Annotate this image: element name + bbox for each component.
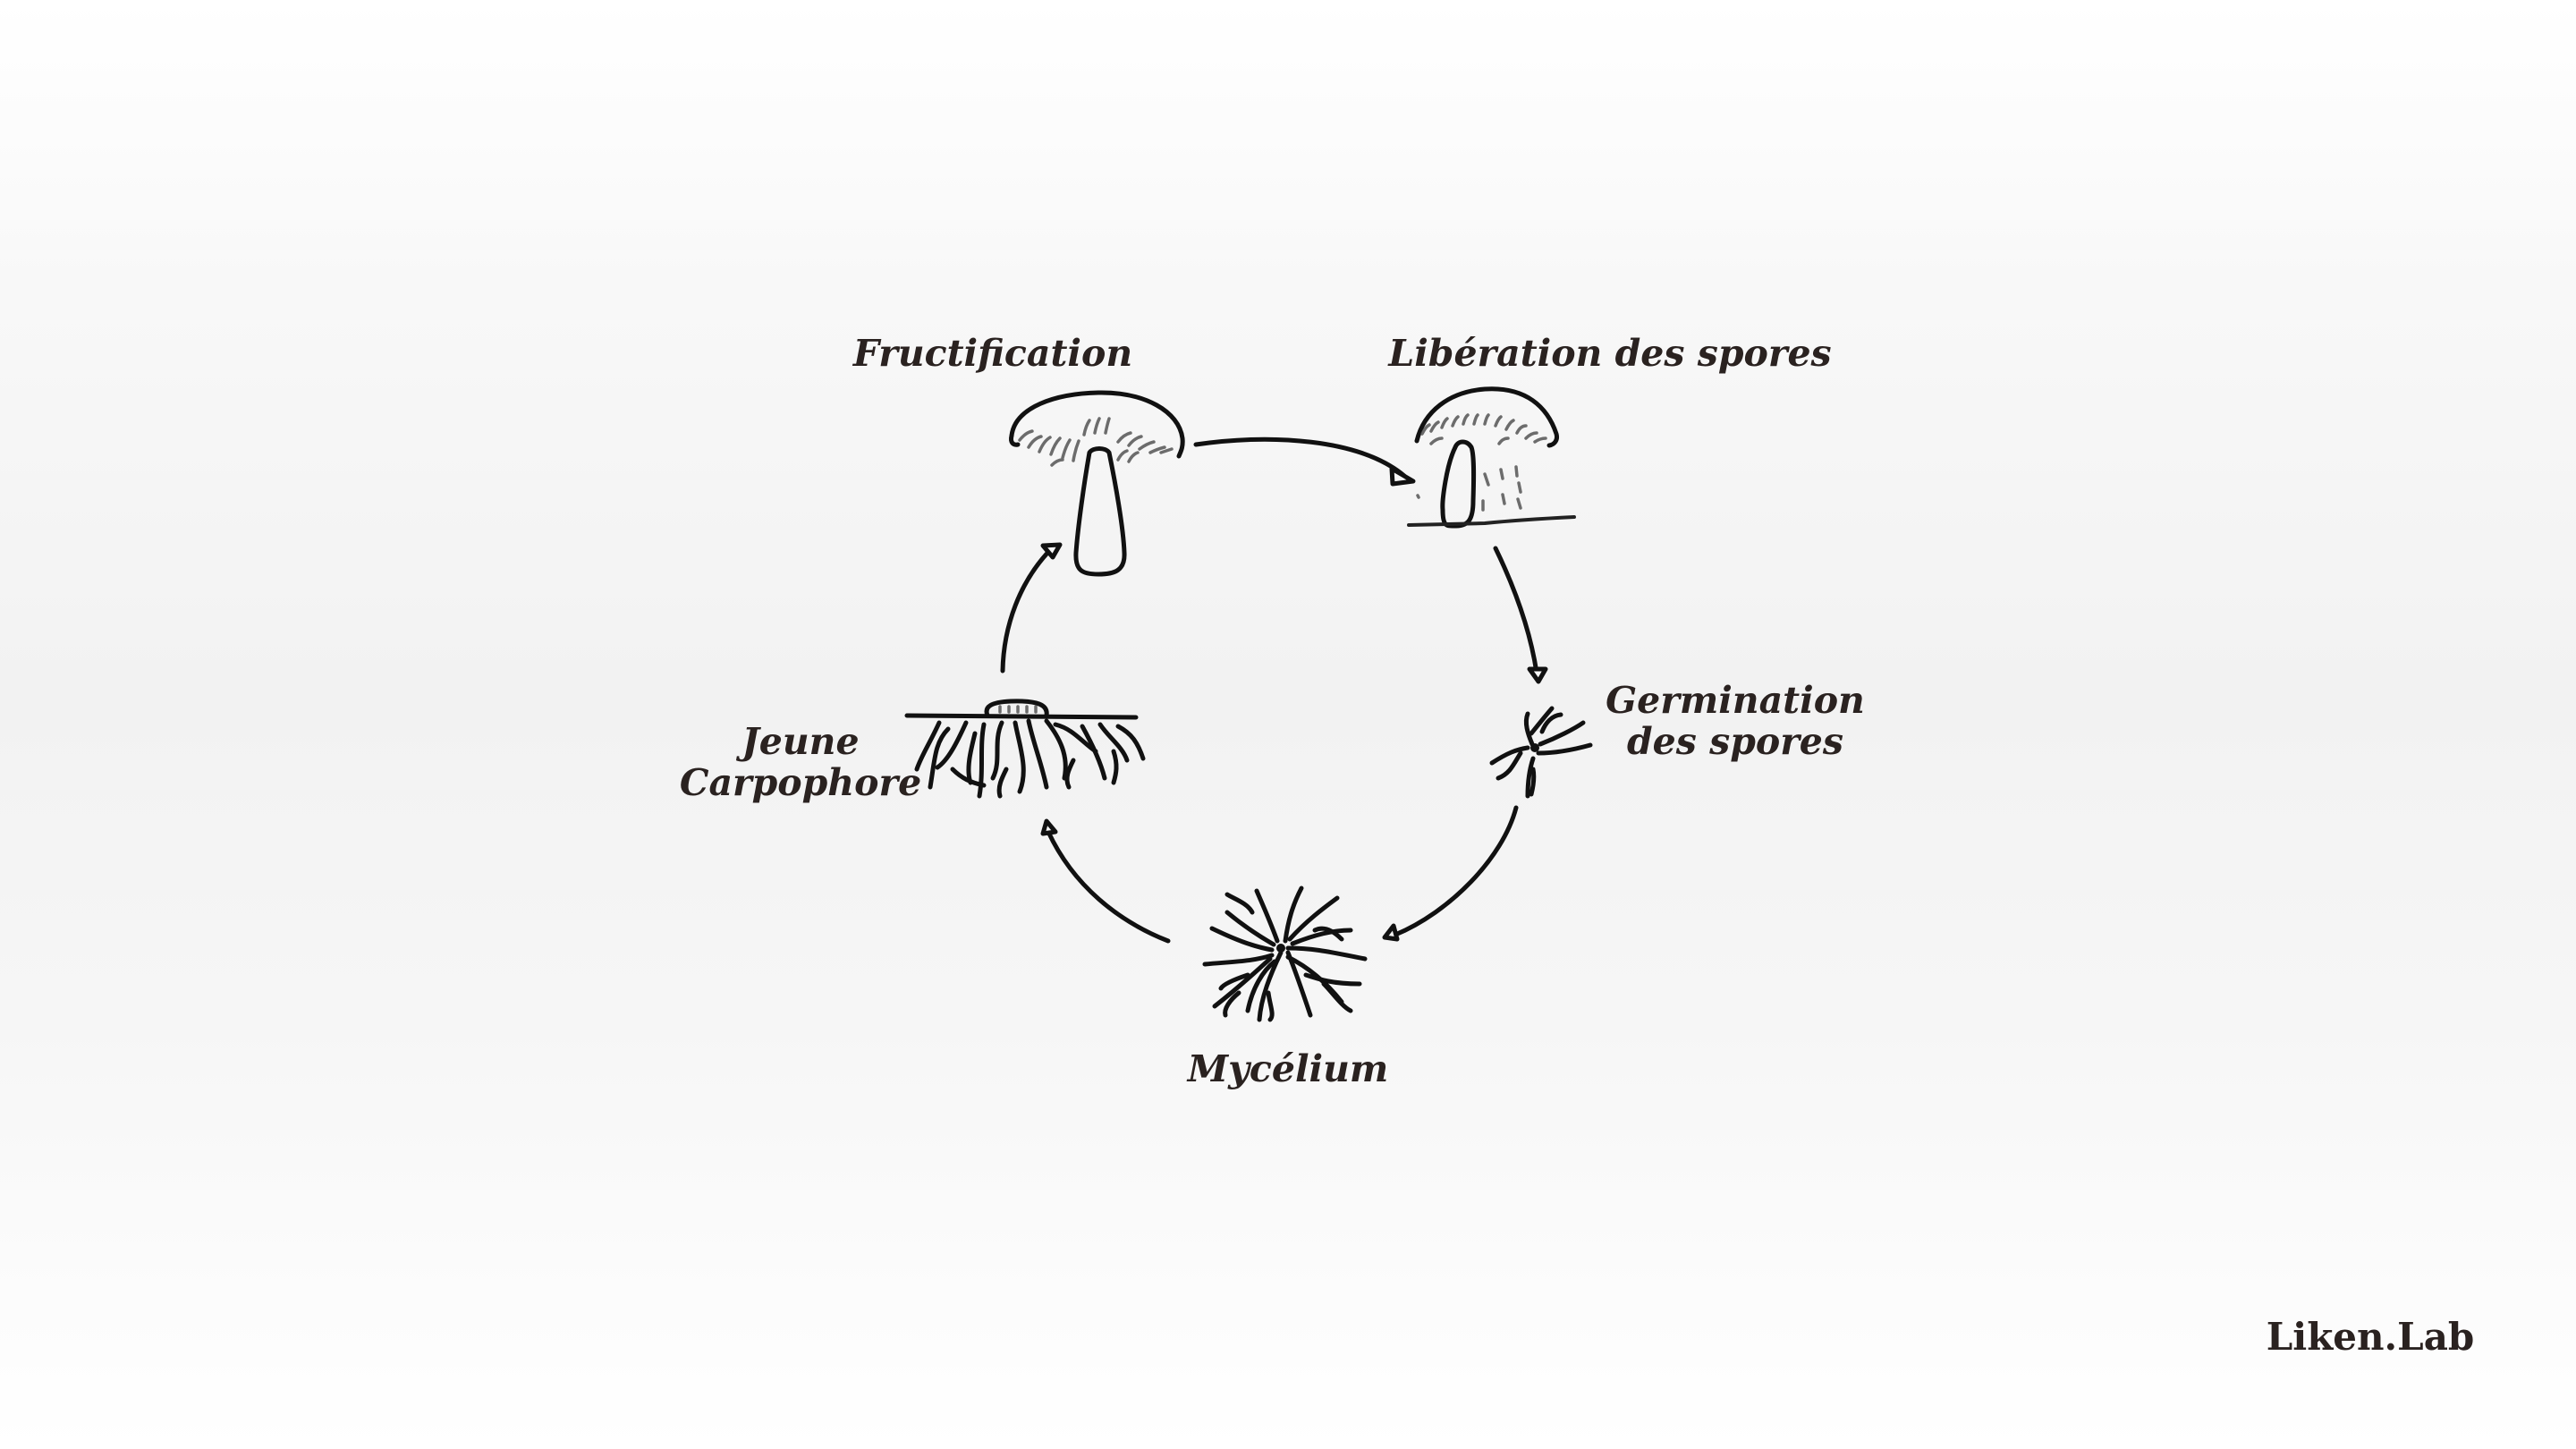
mushroom-icon (1009, 390, 1185, 577)
stage-label-liberation: Libération des spores (1388, 332, 1832, 375)
stage-label-germination-line2: des spores (1627, 720, 1843, 763)
stage-label-mycelium: Mycélium (1187, 1047, 1389, 1090)
stage-label-germination: Germination des spores (1601, 680, 1869, 762)
arrow-fructification-to-liberation (1193, 436, 1416, 487)
mushroom-releasing-spores-icon (1407, 386, 1576, 529)
stage-label-jeune-line2: Carpophore (679, 761, 922, 804)
stage-label-fructification: Fructification (852, 332, 1133, 375)
stage-label-jeune-carpophore: Jeune Carpophore (662, 721, 939, 803)
young-carpophore-icon (904, 699, 1146, 799)
brand-logo: Liken.Lab (2266, 1315, 2475, 1359)
mycelium-icon (1202, 886, 1368, 1022)
arrow-jeune-to-fructification (1000, 542, 1063, 674)
arrow-mycelium-to-jeune (1040, 818, 1171, 944)
arrow-liberation-to-germination (1493, 546, 1548, 684)
stage-label-jeune-line1: Jeune (741, 720, 860, 763)
germinating-spore-icon (1489, 706, 1593, 799)
stage-label-germination-line1: Germination (1606, 679, 1865, 722)
arrow-germination-to-mycelium (1382, 805, 1519, 942)
